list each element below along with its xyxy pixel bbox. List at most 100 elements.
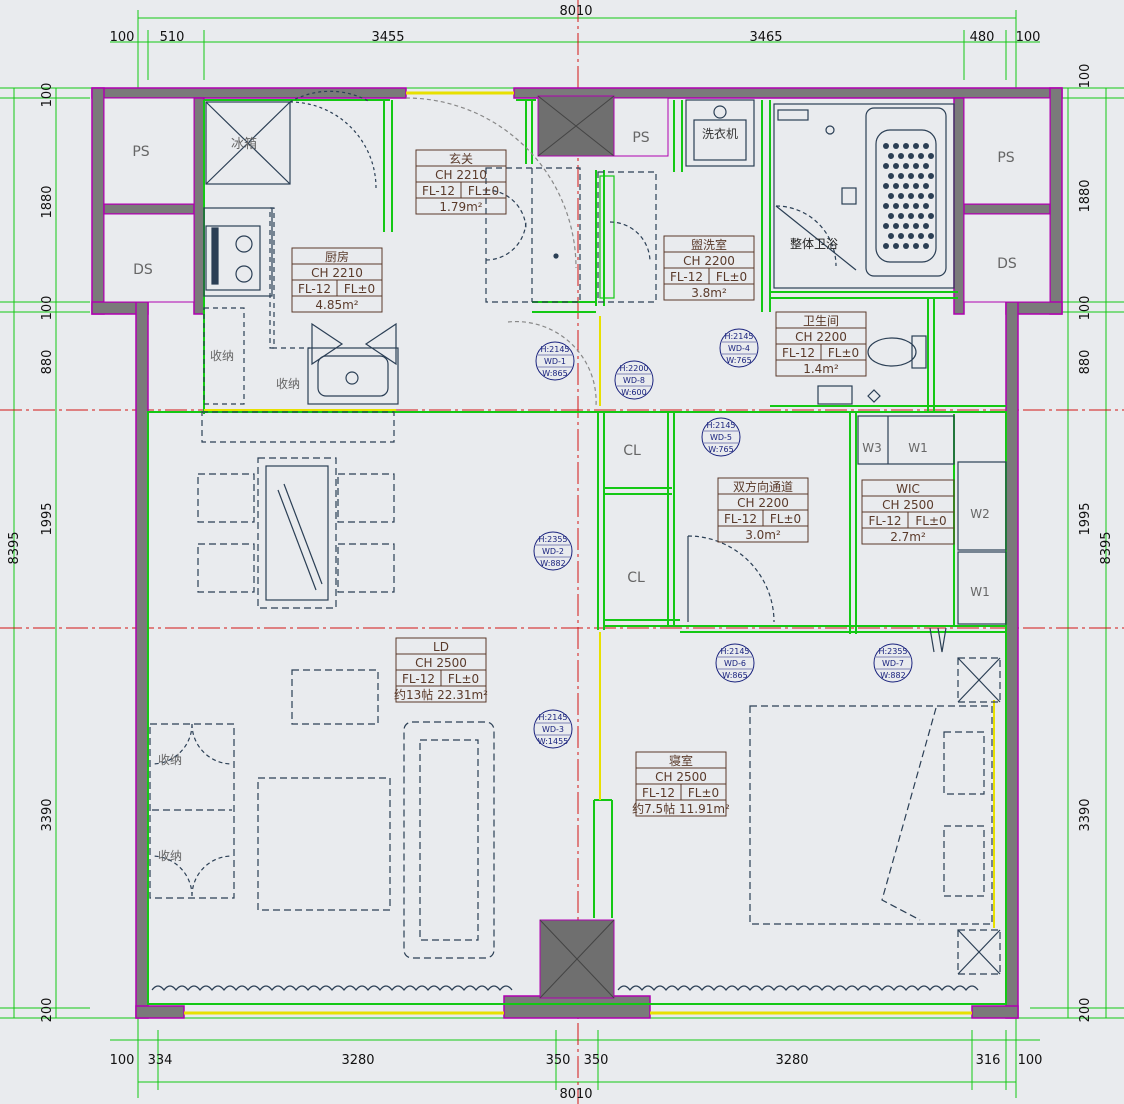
room-floor-level-2: FL±0 <box>828 346 859 360</box>
bathtub-dot <box>913 243 919 249</box>
door-tag-circle <box>719 328 759 368</box>
bathtub-dot <box>883 163 889 169</box>
bathtub-dot <box>918 193 924 199</box>
room-ceiling-height: CH 2200 <box>683 254 735 268</box>
bathtub-dot <box>893 203 899 209</box>
room-ceiling-height: CH 2500 <box>882 498 934 512</box>
room-floor-level-2: FL±0 <box>716 270 747 284</box>
bathtub-dot <box>913 143 919 149</box>
bathtub-dot <box>908 193 914 199</box>
dim-right-5: 1995 <box>1078 502 1093 535</box>
bathtub-dot <box>928 213 934 219</box>
dim-top-4: 3465 <box>749 30 782 45</box>
bed <box>749 705 993 925</box>
column-cross-lines <box>537 95 615 999</box>
bathtub-dot <box>923 143 929 149</box>
door-code: WD-4 <box>728 344 750 353</box>
dim-bottom-8: 100 <box>1018 1053 1043 1068</box>
bathtub <box>865 107 947 277</box>
door-tag-circle <box>533 531 573 571</box>
dim-bottom-7: 316 <box>976 1053 1001 1068</box>
room-floor-level-2: FL±0 <box>344 282 375 296</box>
dim-top-5: 480 <box>970 30 995 45</box>
door-height: H:2145 <box>720 647 749 656</box>
door-width: W:600 <box>621 388 646 397</box>
ds-label-left: DS <box>133 262 153 278</box>
door-code: WD-2 <box>542 547 564 556</box>
door-width: W:765 <box>726 356 751 365</box>
room-floor-level-2: FL±0 <box>448 672 479 686</box>
bathtub-dot <box>888 213 894 219</box>
door-height: H:2145 <box>538 713 567 722</box>
bathtub-dot <box>903 223 909 229</box>
door-width: W:765 <box>708 445 733 454</box>
door-width: W:882 <box>880 671 905 680</box>
room-ceiling-height: CH 2210 <box>435 168 487 182</box>
room-floor-level-2: FL±0 <box>915 514 946 528</box>
dim-bottom-4: 350 <box>546 1053 571 1068</box>
dim-top-1: 100 <box>110 30 135 45</box>
dim-bottom-6: 3280 <box>775 1053 808 1068</box>
washer-label: 洗衣机 <box>702 126 738 141</box>
bathtub-dot <box>928 193 934 199</box>
room-name: LD <box>433 640 449 654</box>
bathtub-dot <box>898 213 904 219</box>
bathtub-dot <box>908 153 914 159</box>
bathtub-dot <box>913 223 919 229</box>
room-name: WIC <box>896 482 920 496</box>
bathtub-dot <box>883 203 889 209</box>
ds-label-right: DS <box>997 256 1017 272</box>
bathtub-dot <box>913 183 919 189</box>
dimension-texts: 8010 100 510 3455 3465 480 100 100 334 3… <box>7 4 1114 1102</box>
bathtub-dot <box>923 223 929 229</box>
room-floor-level-1: FL-12 <box>869 514 902 528</box>
bedroom-furniture <box>749 657 1001 975</box>
room-floor-level-2: FL±0 <box>468 184 499 198</box>
bathtub-dot <box>918 173 924 179</box>
dim-left-6: 3390 <box>40 798 55 831</box>
sink <box>307 347 399 405</box>
room-area: 4.85m² <box>315 298 358 312</box>
room-ceiling-height: CH 2200 <box>795 330 847 344</box>
closet-fixtures <box>687 415 1007 653</box>
dim-overall-left: 8395 <box>7 531 22 564</box>
bathtub-dot <box>883 183 889 189</box>
door-code: WD-5 <box>710 433 732 442</box>
room-area: 约13帖 22.31m² <box>394 687 488 702</box>
bathtub-dot <box>883 223 889 229</box>
bathtub-dot <box>928 173 934 179</box>
dim-left-3: 100 <box>40 296 55 321</box>
dim-left-5: 1995 <box>40 502 55 535</box>
closet-label-1: CL <box>623 443 641 459</box>
bathtub-dot <box>928 233 934 239</box>
armchair <box>291 669 379 725</box>
w3-label: W3 <box>862 441 882 455</box>
kitchen-fixtures <box>201 90 399 443</box>
room-area: 1.4m² <box>803 362 839 376</box>
room-ceiling-height: CH 2200 <box>737 496 789 510</box>
room-floor-level-1: FL-12 <box>422 184 455 198</box>
interior-walls <box>147 99 1007 1005</box>
w1-label-1: W1 <box>908 441 928 455</box>
door-code: WD-6 <box>724 659 746 668</box>
closet-label-2: CL <box>627 570 645 586</box>
dim-overall-right: 8395 <box>1099 531 1114 564</box>
door-code: WD-3 <box>542 725 564 734</box>
bathtub-dot <box>893 183 899 189</box>
bathtub-dot <box>893 143 899 149</box>
dim-right-3: 100 <box>1078 296 1093 321</box>
entrance-fixtures <box>405 97 597 407</box>
dim-top-2: 510 <box>160 30 185 45</box>
bathtub-dot <box>893 163 899 169</box>
door-tag-circle <box>715 643 755 683</box>
door-width: W:882 <box>540 559 565 568</box>
